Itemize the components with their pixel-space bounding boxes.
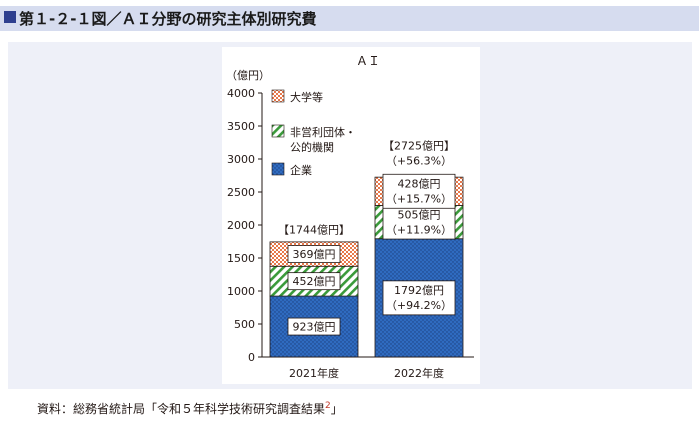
title-marker-square <box>4 11 16 23</box>
source-note: 資料：総務省統計局「令和５年科学技術研究調査結果2」 <box>37 400 343 417</box>
y-tick-label: 0 <box>248 351 255 364</box>
y-tick-label: 500 <box>234 318 255 331</box>
legend-swatch <box>271 162 285 176</box>
legend-label: 公的機関 <box>290 140 334 154</box>
legend-label: 企業 <box>290 163 312 177</box>
x-tick-label: 2021年度 <box>289 366 339 380</box>
source-superscript: 2 <box>325 401 331 411</box>
y-tick-label: 4000 <box>227 87 255 100</box>
figure-title: 第１-２-１図／ＡＩ分野の研究主体別研究費 <box>19 10 317 28</box>
y-tick-label: 2500 <box>227 186 255 199</box>
segment-label: 1792億円（+94.2%） <box>386 284 452 312</box>
y-tick-label: 3000 <box>227 153 255 166</box>
y-tick-label: 2000 <box>227 219 255 232</box>
x-tick-label: 2022年度 <box>394 366 444 380</box>
segment-label-box <box>287 317 341 336</box>
legend-swatch <box>271 89 285 103</box>
y-axis-label: （億円） <box>226 69 270 82</box>
y-tick-label: 3500 <box>227 120 255 133</box>
segment-label-box <box>382 173 456 209</box>
legend-label: 非営利団体・ <box>290 125 356 139</box>
total-label: 【2725億円】（+56.3%） <box>383 140 455 168</box>
chart-area: ＡＩ （億円） 0 500 1000 1500 2000 2500 3000 3500 4000 92… <box>222 47 480 384</box>
total-label: 【1744億円】 <box>278 224 350 237</box>
segment-label: 505億円（+11.9%） <box>386 208 452 236</box>
y-tick-label: 1500 <box>227 252 255 265</box>
segment-label: 369億円 <box>293 248 336 261</box>
source-text: 資料：総務省統計局「令和５年科学技術研究調査結果 <box>37 402 326 416</box>
segment-label: 452億円 <box>293 275 336 288</box>
segment-label-box <box>287 245 341 263</box>
segment-label-box <box>287 272 341 291</box>
segment-label-box <box>382 280 456 316</box>
figure-title-bar: 第１-２-１図／ＡＩ分野の研究主体別研究費 <box>0 6 699 31</box>
segment-label: 428億円（+15.7%） <box>386 178 452 206</box>
source-close: 」 <box>330 402 343 416</box>
y-tick-label: 1000 <box>227 285 255 298</box>
legend-label: 大学等 <box>290 90 323 104</box>
segment-label: 923億円 <box>293 320 336 333</box>
chart-title: ＡＩ <box>356 54 380 68</box>
legend-swatch <box>271 124 285 138</box>
stacked-bar-chart: ＡＩ （億円） 0 500 1000 1500 2000 2500 3000 3500 4000 92… <box>226 54 474 380</box>
